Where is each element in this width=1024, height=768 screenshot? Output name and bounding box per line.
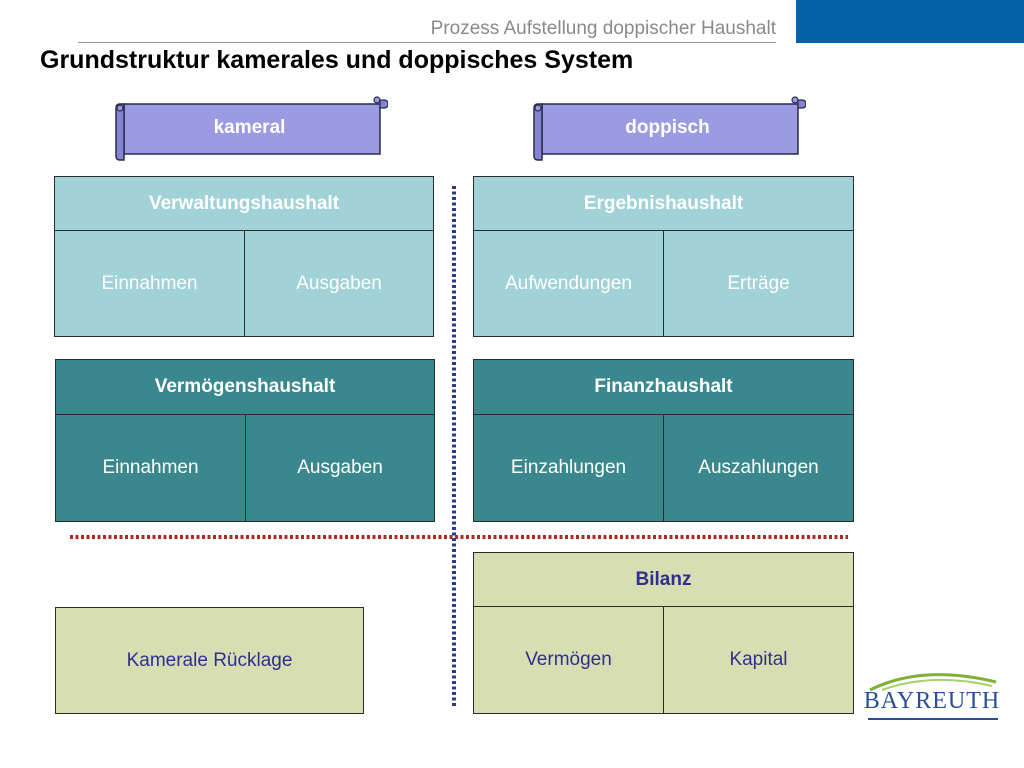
logo-arc-icon	[869, 673, 997, 692]
verwaltungshaushalt-header: Verwaltungshaushalt	[54, 176, 434, 231]
banner-label: doppisch	[625, 117, 710, 138]
bayreuth-logo: BAYREUTH	[862, 660, 1002, 722]
bilanz-kapital-cell: Kapital	[663, 606, 854, 714]
finanz-einzahlungen-cell: Einzahlungen	[473, 414, 664, 522]
scroll-shape-icon	[115, 96, 388, 161]
corner-accent-bar	[796, 0, 1024, 43]
logo-underline	[868, 718, 998, 720]
banner-label: kameral	[213, 117, 286, 138]
page-title: Grundstruktur kamerales und doppisches S…	[40, 46, 634, 74]
scroll-shape-icon	[533, 96, 806, 161]
bilanz-vermoegen-cell: Vermögen	[473, 606, 664, 714]
banner-doppisch: doppisch	[528, 94, 806, 162]
header-subtitle: Prozess Aufstellung doppischer Haushalt	[430, 18, 776, 39]
banner-kameral: kameral	[110, 94, 388, 162]
verwaltung-ausgaben-cell: Ausgaben	[244, 230, 434, 337]
logo-text: BAYREUTH	[863, 688, 1001, 714]
finanzhaushalt-header: Finanzhaushalt	[473, 359, 854, 415]
kamerale-ruecklage-box: Kamerale Rücklage	[55, 607, 364, 714]
ergebnis-ertraege-cell: Erträge	[663, 230, 854, 337]
bilanz-header: Bilanz	[473, 552, 854, 607]
verwaltung-einnahmen-cell: Einnahmen	[54, 230, 245, 337]
finanz-auszahlungen-cell: Auszahlungen	[663, 414, 854, 522]
vermoegen-einnahmen-cell: Einnahmen	[55, 414, 246, 522]
ergebnis-aufwendungen-cell: Aufwendungen	[473, 230, 664, 337]
header-rule	[78, 42, 776, 43]
vermoegen-ausgaben-cell: Ausgaben	[245, 414, 435, 522]
